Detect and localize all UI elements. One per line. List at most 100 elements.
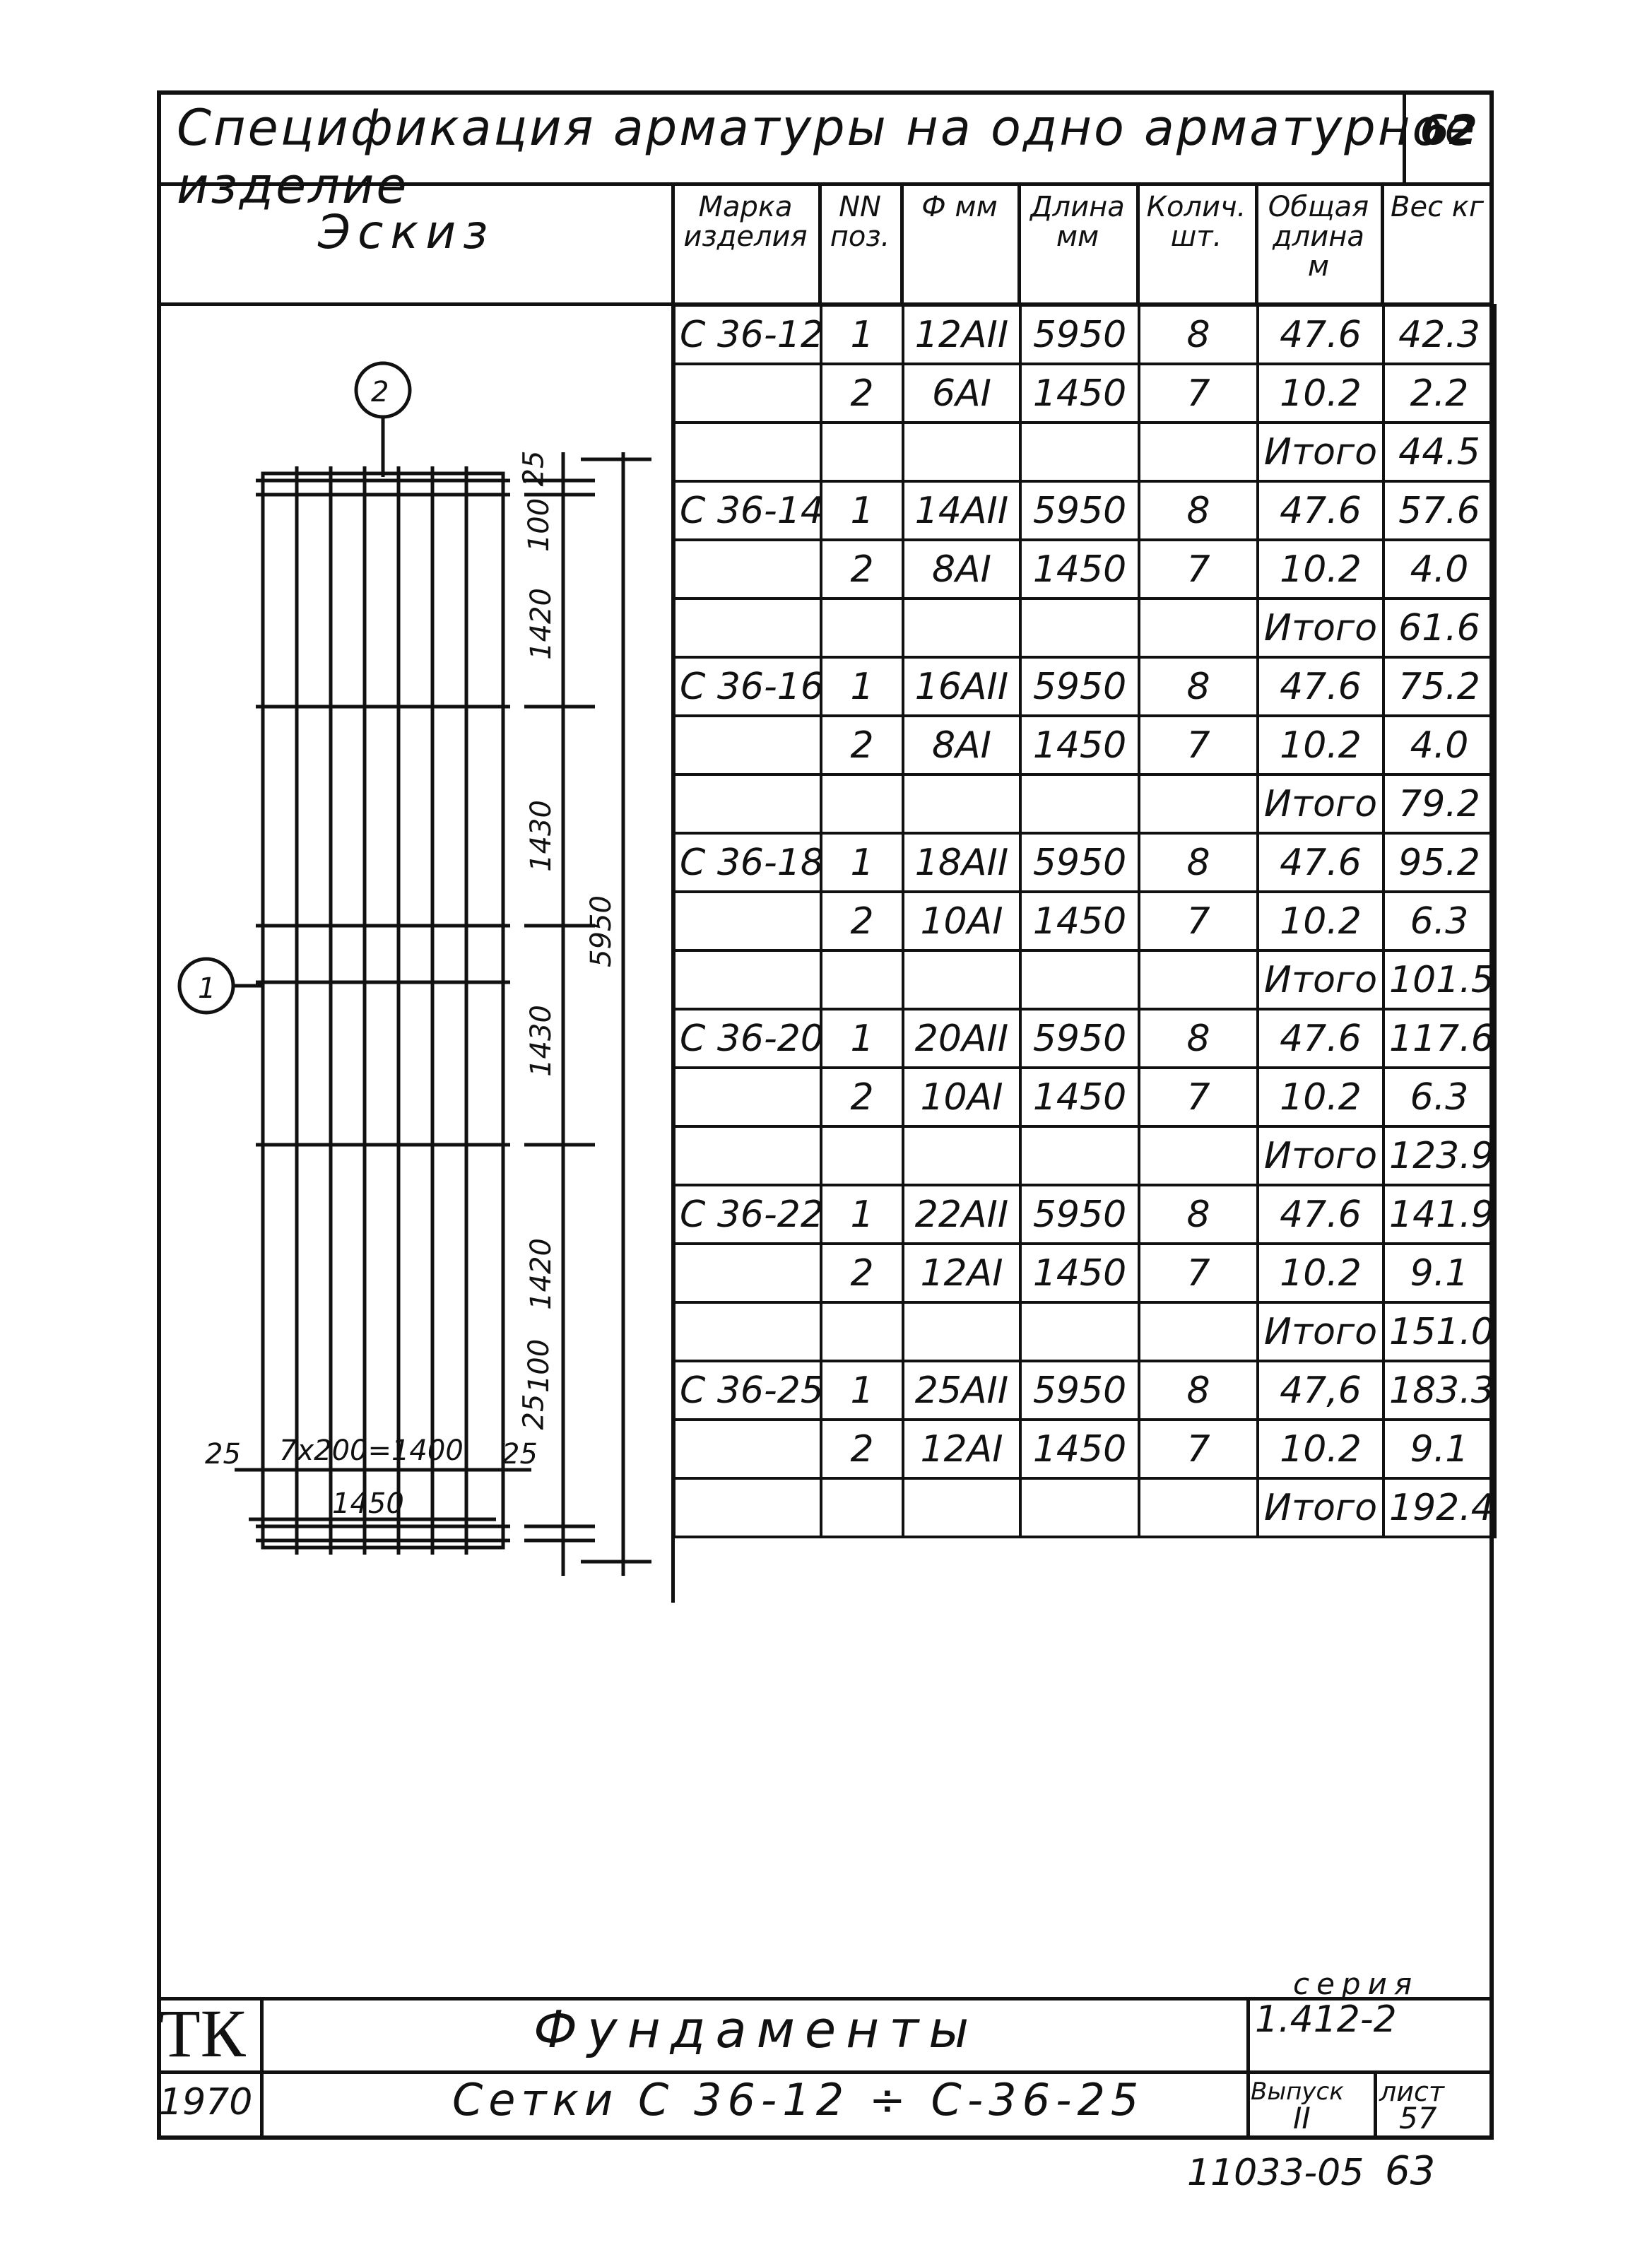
- cell-qty: 7: [1138, 1242, 1259, 1304]
- cell-diam: 14АII: [902, 480, 1022, 541]
- dim-top-offset: 100: [523, 497, 556, 553]
- cell-total-length: 47.6: [1256, 1184, 1385, 1245]
- cell-weight: 79.2: [1382, 773, 1497, 835]
- dim-top-edge: 25: [517, 450, 550, 487]
- header-qty: Колич. шт.: [1146, 191, 1246, 253]
- cell-length: 1450: [1019, 714, 1140, 776]
- cell-mark: С 36-25: [673, 1360, 822, 1421]
- cell-mark: [673, 890, 822, 952]
- cell-mark: [673, 597, 822, 659]
- cell-length: 1450: [1019, 1418, 1140, 1480]
- cell-pos: 1: [820, 304, 904, 365]
- dim-bottom-edge: 25: [517, 1393, 550, 1430]
- dim-spacing: 7x200=1400: [279, 1434, 464, 1467]
- cell-total-length: 47.6: [1256, 656, 1385, 717]
- cell-pos: 2: [820, 363, 904, 424]
- cell-weight: 101.5: [1382, 949, 1497, 1010]
- cell-mark: [673, 714, 822, 776]
- cell-qty: 8: [1138, 1008, 1259, 1069]
- rebar-mesh-sketch: [177, 361, 651, 1576]
- header-sep-5: [1255, 182, 1258, 302]
- cell-pos: [820, 1125, 904, 1186]
- cell-diam: 20АII: [902, 1008, 1022, 1069]
- cell-pos: [820, 949, 904, 1010]
- cell-weight: 57.6: [1382, 480, 1497, 541]
- header-mark: Марка изделия: [683, 191, 808, 253]
- cell-qty: 7: [1138, 538, 1259, 600]
- cell-length: [1019, 949, 1140, 1010]
- cell-weight: 192.4: [1382, 1477, 1497, 1538]
- cell-qty: 7: [1138, 714, 1259, 776]
- title-divider: [157, 182, 1494, 186]
- cell-diam: 8АI: [902, 538, 1022, 600]
- cell-qty: [1138, 773, 1259, 835]
- cell-length: 5950: [1019, 480, 1140, 541]
- footer-code: 11033-05: [1187, 2152, 1364, 2194]
- cell-length: 5950: [1019, 1184, 1140, 1245]
- cell-total-length: 47,6: [1256, 1360, 1385, 1421]
- cell-weight: 117.6: [1382, 1008, 1497, 1069]
- cell-qty: 8: [1138, 480, 1259, 541]
- cell-mark: С 36-20: [673, 1008, 822, 1069]
- cell-diam: 22АII: [902, 1184, 1022, 1245]
- title-number-divider: [1403, 90, 1406, 184]
- cell-total-length: Итого: [1256, 1301, 1385, 1362]
- cell-total-length: 10.2: [1256, 1066, 1385, 1128]
- cell-mark: [673, 1477, 822, 1538]
- cell-qty: 8: [1138, 1360, 1259, 1421]
- cell-pos: 1: [820, 1184, 904, 1245]
- page-number: 63: [1385, 2148, 1436, 2194]
- cell-length: 5950: [1019, 656, 1140, 717]
- cell-diam: 12АI: [902, 1418, 1022, 1480]
- cell-weight: 4.0: [1382, 714, 1497, 776]
- cell-diam: [902, 597, 1022, 659]
- cell-weight: 75.2: [1382, 656, 1497, 717]
- cell-weight: 123.9: [1382, 1125, 1497, 1186]
- cell-pos: 1: [820, 1008, 904, 1069]
- cell-total-length: 10.2: [1256, 538, 1385, 600]
- dim-edge-right: 25: [502, 1438, 538, 1471]
- cell-diam: 8АI: [902, 714, 1022, 776]
- cell-length: 1450: [1019, 1242, 1140, 1304]
- cell-total-length: 10.2: [1256, 890, 1385, 952]
- cell-qty: 7: [1138, 1066, 1259, 1128]
- cell-total-length: 47.6: [1256, 480, 1385, 541]
- cell-diam: [902, 1301, 1022, 1362]
- drawing-name: Фундаменты: [533, 2000, 979, 2059]
- cell-length: 1450: [1019, 1066, 1140, 1128]
- cell-weight: 183.3: [1382, 1360, 1497, 1421]
- cell-pos: [820, 773, 904, 835]
- cell-diam: [902, 421, 1022, 483]
- cell-qty: 8: [1138, 1184, 1259, 1245]
- header-sep-3: [1017, 182, 1021, 302]
- cell-weight: 9.1: [1382, 1418, 1497, 1480]
- dim-span-2: 1430: [524, 800, 557, 872]
- callout-left-label: 1: [198, 972, 216, 1005]
- cell-pos: 2: [820, 714, 904, 776]
- cell-pos: 2: [820, 1242, 904, 1304]
- cell-weight: 151.0: [1382, 1301, 1497, 1362]
- sheet-number: 62: [1420, 106, 1477, 154]
- cell-total-length: 47.6: [1256, 304, 1385, 365]
- header-total-length: Общая длина м: [1268, 191, 1369, 283]
- cell-pos: 1: [820, 480, 904, 541]
- cell-total-length: Итого: [1256, 1477, 1385, 1538]
- issue-value: II: [1293, 2101, 1311, 2135]
- dim-bottom-offset: 100: [523, 1338, 556, 1393]
- drawing-subtitle: Сетки С 36-12 ÷ С-36-25: [452, 2074, 1145, 2126]
- header-weight: Вес кг: [1391, 191, 1484, 223]
- cell-total-length: 10.2: [1256, 714, 1385, 776]
- cell-mark: [673, 1066, 822, 1128]
- cell-total-length: 47.6: [1256, 1008, 1385, 1069]
- cell-qty: 8: [1138, 832, 1259, 893]
- cell-length: 5950: [1019, 1360, 1140, 1421]
